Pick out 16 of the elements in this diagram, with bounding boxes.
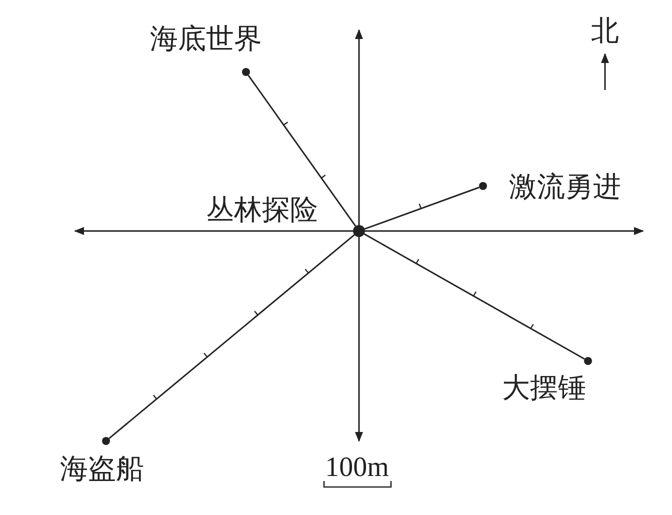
location-dot: [353, 225, 365, 237]
place-label: 海盗船: [60, 456, 144, 484]
direction-label: 北: [591, 18, 619, 46]
location-dot: [102, 437, 110, 445]
connector-line: [364, 233, 585, 360]
connector-line: [108, 234, 355, 440]
place-label: 海底世界: [150, 26, 262, 54]
location-dot: [242, 68, 250, 76]
connector-line: [248, 74, 356, 227]
place-label: 激流勇进: [509, 174, 621, 202]
location-dot: [479, 182, 487, 190]
location-dot: [584, 357, 592, 365]
connector-line: [364, 186, 480, 230]
scale-label: 100m: [325, 454, 389, 482]
place-label: 丛林探险: [206, 197, 318, 225]
place-label: 大摆锤: [502, 375, 586, 403]
